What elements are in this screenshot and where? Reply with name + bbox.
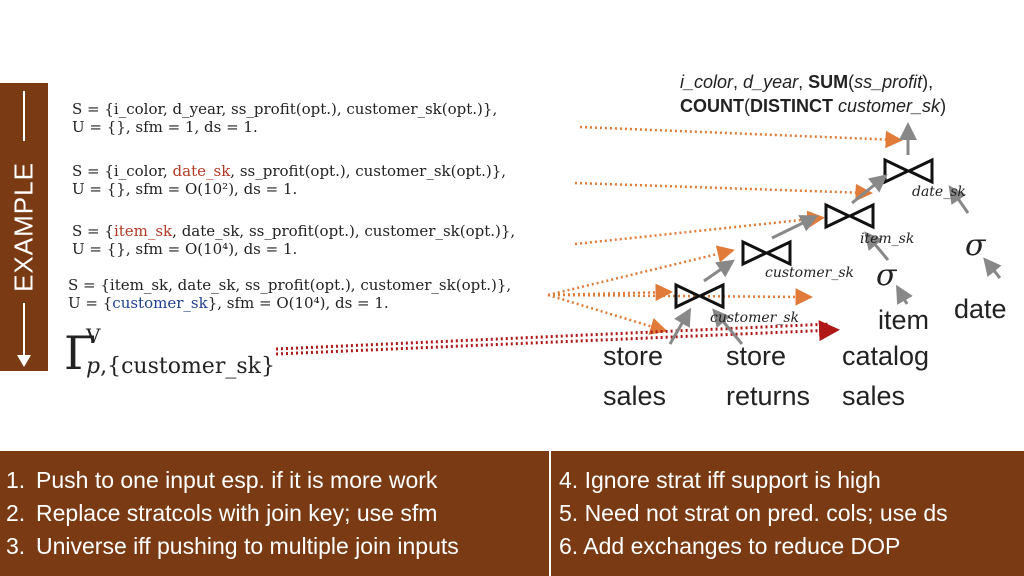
tr-c1: ,	[733, 72, 744, 92]
formula-3-s-highlight: item_sk	[113, 222, 173, 240]
example-sidebar: EXAMPLE	[0, 83, 48, 371]
note-4: 4. Ignore strat iff support is high	[559, 467, 881, 493]
formula-3-s-post: , date_sk, ss_profit(opt.), customer_sk(…	[172, 222, 516, 240]
pointer-4d	[547, 293, 668, 335]
top-result: i_color, d_year, SUM(ss_profit), COUNT(D…	[680, 70, 946, 118]
tr-p1: (	[848, 72, 855, 92]
tr-distinct: DISTINCT	[750, 96, 833, 116]
gamma-sub-rest: ,{customer_sk}	[100, 354, 275, 379]
note-1-num: 1.	[6, 467, 26, 493]
pointer-4a	[547, 245, 735, 297]
note-6: 6. Add exchanges to reduce DOP	[559, 533, 901, 559]
gamma-pointer	[275, 320, 840, 356]
notes-right-panel: 4. Ignore strat iff support is high 5. N…	[551, 451, 1024, 576]
note-3-num: 3.	[6, 533, 26, 559]
formula-1: S = {i_color, d_year, ss_profit(opt.), c…	[72, 100, 497, 136]
gamma-subscript: p,{customer_sk}	[86, 354, 275, 379]
formula-3: S = {item_sk, date_sk, ss_profit(opt.), …	[72, 222, 515, 258]
pointer-3	[574, 210, 825, 246]
note-3: 3. Universe iff pushing to multiple join …	[6, 530, 459, 562]
table-store-returns-line-2: returns	[726, 381, 811, 411]
table-store-sales-line-2: sales	[603, 381, 667, 411]
join-icon-customer-lower	[674, 282, 725, 310]
tr-ssprofit: ss_profit	[854, 72, 923, 92]
formula-4-s: S = {item_sk, date_sk, ss_profit(opt.), …	[68, 276, 512, 294]
formula-2: S = {i_color, date_sk, ss_profit(opt.), …	[72, 162, 506, 198]
pointer-4c	[547, 288, 813, 306]
note-2: 2. Replace stratcols with join key; use s…	[6, 497, 437, 529]
top-result-line-1: i_color, d_year, SUM(ss_profit),	[680, 70, 946, 94]
table-catalog-sales-line-2: sales	[842, 381, 906, 411]
note-3-text: Universe iff pushing to multiple join in…	[36, 533, 459, 559]
sigma-date: σ	[965, 228, 986, 263]
join-label-item-sk: item_sk	[860, 231, 915, 247]
join-label-customer-sk-upper: customer_sk	[765, 265, 855, 281]
formula-2-u: U = {}, sfm = O(10²), ds = 1.	[72, 180, 298, 198]
formula-2-s-highlight: date_sk	[172, 162, 231, 180]
join-label-customer-sk-lower: customer_sk	[710, 310, 800, 326]
tr-icolor: i_color	[680, 72, 734, 92]
tr-p2: ),	[922, 72, 934, 92]
pointer-1	[579, 125, 903, 149]
tr-count: COUNT	[680, 96, 744, 116]
sigma-item: σ	[876, 258, 897, 293]
formula-3-s: S = {item_sk, date_sk, ss_profit(opt.), …	[72, 222, 515, 240]
formula-2-s-post: , ss_profit(opt.), customer_sk(opt.)},	[230, 162, 507, 180]
table-store-sales-line-1: store	[603, 341, 664, 371]
join-icon-customer-upper	[741, 239, 792, 267]
gamma-sub-p: p	[86, 354, 101, 379]
tree-edges	[668, 122, 1002, 345]
formula-4-u-pre: U = {	[68, 294, 113, 312]
sidebar-arrow-icon	[17, 91, 31, 367]
formula-2-s-pre: S = {i_color,	[72, 162, 173, 180]
tr-c2: ,	[798, 72, 809, 92]
gamma-symbol: Γ	[64, 326, 96, 380]
note-5: 5. Need not strat on pred. cols; use ds	[559, 500, 948, 526]
table-item: item	[878, 305, 930, 335]
table-date: date	[954, 294, 1007, 324]
gamma-operator: Γ V p,{customer_sk}	[64, 324, 304, 390]
note-1: 1. Push to one input esp. if it is more w…	[6, 464, 437, 496]
join-icon-date	[883, 157, 934, 185]
tr-p3: (	[744, 96, 750, 116]
notes-left-panel: 1. Push to one input esp. if it is more w…	[0, 451, 549, 576]
tr-p4: )	[940, 96, 947, 116]
tr-customersk: customer_sk	[838, 96, 941, 116]
join-label-date-sk: date_sk	[912, 184, 966, 200]
formula-4-u-post: }, sfm = O(10⁴), ds = 1.	[207, 294, 389, 312]
note-2-text: Replace stratcols with join key; use sfm	[36, 500, 438, 526]
tr-sum: SUM	[808, 72, 849, 92]
formula-3-s-pre: S = {	[72, 222, 114, 240]
formula-4: S = {item_sk, date_sk, ss_profit(opt.), …	[68, 276, 511, 312]
note-2-num: 2.	[6, 500, 26, 526]
note-1-text: Push to one input esp. if it is more wor…	[36, 467, 438, 493]
formula-3-u: U = {}, sfm = O(10⁴), ds = 1.	[72, 240, 298, 258]
table-store-returns: store returns	[726, 336, 810, 416]
formula-4-u-highlight: customer_sk	[112, 294, 208, 312]
formula-4-u: U = {customer_sk}, sfm = O(10⁴), ds = 1.	[68, 294, 511, 312]
pointer-2	[574, 181, 873, 202]
table-catalog-sales-line-1: catalog	[842, 341, 930, 371]
formula-1-s: S = {i_color, d_year, ss_profit(opt.), c…	[72, 100, 498, 118]
formula-1-u: U = {}, sfm = 1, ds = 1.	[72, 118, 258, 136]
table-catalog-sales: catalog sales	[842, 336, 929, 416]
gamma-superscript: V	[86, 324, 101, 348]
top-result-line-2: COUNT(DISTINCT customer_sk)	[680, 94, 946, 118]
plan-tree-graphic	[275, 122, 1002, 356]
join-icon-item	[824, 202, 875, 230]
pointer-4b	[547, 283, 673, 302]
table-store-returns-line-1: store	[726, 341, 787, 371]
formula-2-s: S = {i_color, date_sk, ss_profit(opt.), …	[72, 162, 506, 180]
table-store-sales: store sales	[603, 336, 666, 416]
pointer-arrows	[547, 125, 903, 335]
tr-dyear: d_year	[743, 72, 799, 92]
